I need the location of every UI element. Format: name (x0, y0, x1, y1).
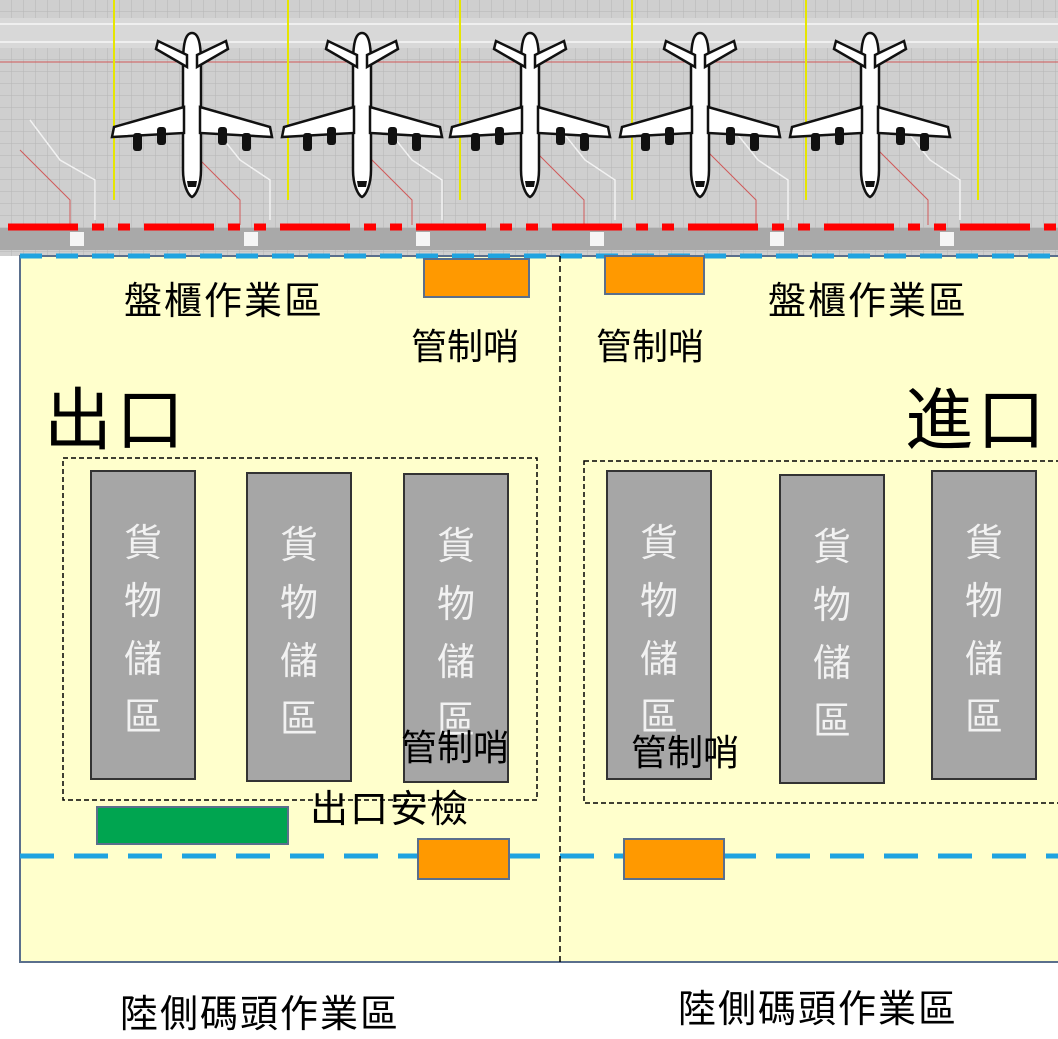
pallet-area-label-left: 盤櫃作業區 (124, 279, 325, 323)
import-storage-zone (583, 460, 1058, 804)
storage-label: 貨物儲區 (639, 521, 678, 739)
pallet-area-label-right: 盤櫃作業區 (768, 279, 969, 323)
storage-block-import-2: 貨物儲區 (779, 474, 885, 784)
export-storage-zone (62, 457, 538, 801)
storage-label: 貨物儲區 (436, 524, 475, 742)
storage-label: 貨物儲區 (279, 523, 318, 741)
storage-block-import-1: 貨物儲區 (606, 470, 712, 780)
control-post-bottom-right (623, 838, 725, 880)
control-post-top-right (604, 255, 705, 295)
landside-dock-label-left: 陸側碼頭作業區 (120, 992, 401, 1036)
control-post-label-bottom-left: 管制哨 (401, 728, 510, 769)
apron-stands (0, 0, 1058, 256)
export-security-screening (96, 806, 289, 845)
storage-label: 貨物儲區 (812, 525, 851, 743)
landside-dock-label-right: 陸側碼頭作業區 (678, 987, 959, 1031)
control-post-label-bottom-right: 管制哨 (631, 733, 740, 774)
control-post-label-top-left: 管制哨 (411, 327, 520, 368)
storage-block-export-1: 貨物儲區 (90, 470, 196, 780)
storage-block-export-2: 貨物儲區 (246, 472, 352, 782)
import-area-label: 進口 (905, 382, 1050, 461)
control-post-bottom-left (417, 838, 510, 880)
storage-label: 貨物儲區 (964, 521, 1003, 739)
storage-block-import-3: 貨物儲區 (931, 470, 1037, 780)
export-area-label: 出口 (44, 382, 189, 461)
storage-label: 貨物儲區 (123, 521, 162, 739)
storage-block-export-3: 貨物儲區 (403, 473, 509, 783)
control-post-top-left (423, 258, 530, 298)
control-post-label-top-right: 管制哨 (596, 327, 705, 368)
export-security-label: 出口安檢 (310, 787, 471, 831)
